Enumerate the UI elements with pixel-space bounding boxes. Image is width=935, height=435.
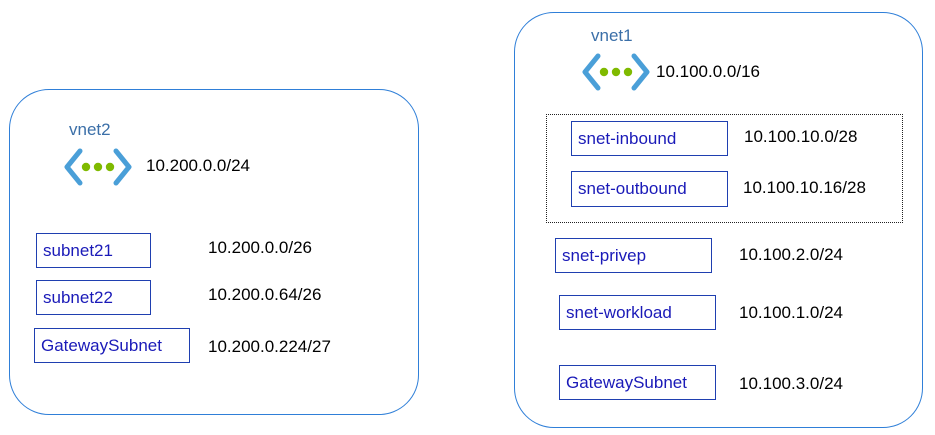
- vnet2-address-space: 10.200.0.0/24: [146, 156, 250, 175]
- subnet-box-snet-workload: snet-workload: [559, 295, 716, 330]
- virtual-network-icon: [582, 53, 650, 91]
- subnet-box-subnet22: subnet22: [36, 280, 151, 315]
- vnet1-name: vnet1: [591, 26, 633, 45]
- vnet2-name: vnet2: [69, 120, 111, 139]
- dns-resolver-subnet-group: [546, 114, 903, 223]
- subnet-box-subnet21: subnet21: [36, 233, 151, 268]
- subnet-prefix-snet-privep: 10.100.2.0/24: [739, 245, 843, 264]
- vnet1-address-space: 10.100.0.0/16: [656, 62, 760, 81]
- subnet-box-snet-privep: snet-privep: [555, 238, 712, 273]
- subnet-prefix-snet-inbound: 10.100.10.0/28: [744, 127, 858, 146]
- subnet-prefix-snet-workload: 10.100.1.0/24: [739, 303, 843, 322]
- virtual-network-icon: [64, 148, 132, 186]
- subnet-prefix-subnet22: 10.200.0.64/26: [208, 285, 322, 304]
- subnet-box-gatewaysubnet-vnet1: GatewaySubnet: [559, 365, 716, 400]
- subnet-box-snet-inbound: snet-inbound: [571, 121, 728, 156]
- subnet-box-snet-outbound: snet-outbound: [571, 171, 728, 207]
- subnet-box-gatewaysubnet-vnet2: GatewaySubnet: [34, 328, 190, 363]
- vnet1-container: [514, 12, 923, 428]
- subnet-prefix-gatewaysubnet-vnet1: 10.100.3.0/24: [739, 374, 843, 393]
- subnet-prefix-gatewaysubnet-vnet2: 10.200.0.224/27: [208, 337, 331, 356]
- subnet-prefix-subnet21: 10.200.0.0/26: [208, 238, 312, 257]
- subnet-prefix-snet-outbound: 10.100.10.16/28: [743, 178, 866, 197]
